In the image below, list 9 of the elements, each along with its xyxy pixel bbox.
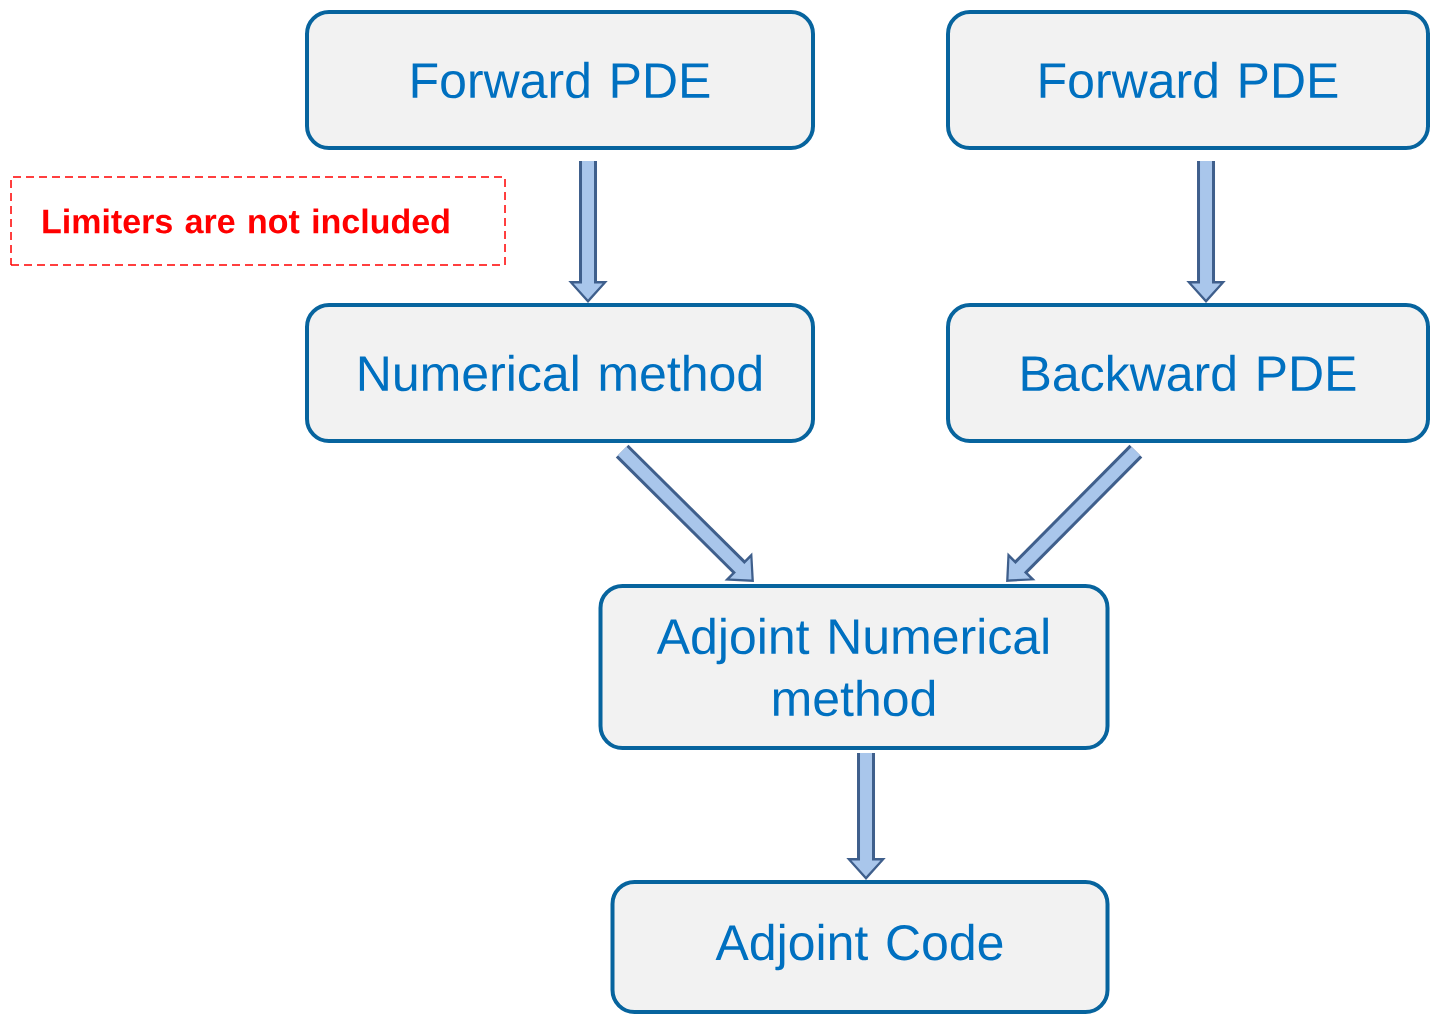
process-box: Numerical method (305, 303, 815, 443)
block-arrow (615, 444, 754, 582)
process-box: Forward PDE (305, 10, 815, 150)
process-box: Adjoint Code (610, 880, 1110, 1014)
process-box: Adjoint Numerical method (598, 584, 1110, 750)
process-box: Forward PDE (946, 10, 1430, 150)
note-box: Limiters are not included (10, 176, 506, 266)
process-box: Backward PDE (946, 303, 1430, 443)
block-arrow (1006, 444, 1143, 582)
